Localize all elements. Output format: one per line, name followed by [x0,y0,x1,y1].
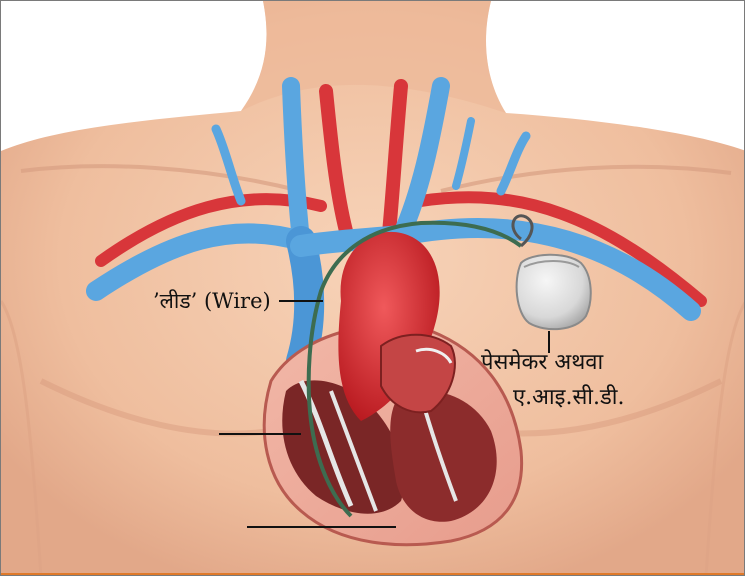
pacemaker-label-line1: पेसमेकर अथवा [481,346,603,376]
pacemaker-label-line2: ए.आइ.सी.डी. [513,381,624,411]
pacemaker-device [517,255,591,329]
lead-wire-label: ’लीड’ (Wire) [153,287,271,315]
